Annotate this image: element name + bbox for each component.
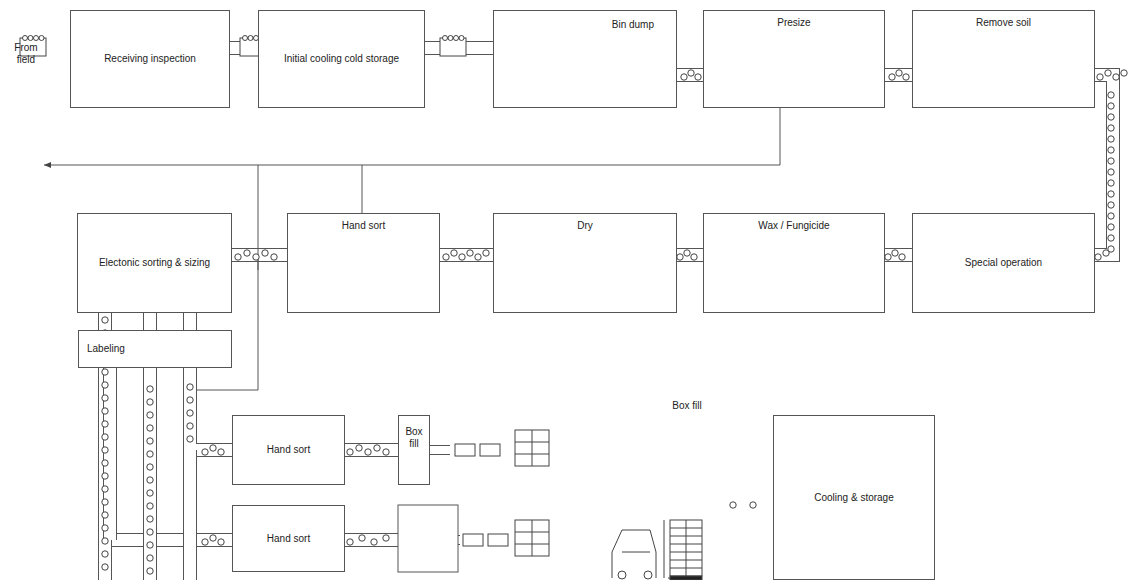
process-box: Cooling & storage bbox=[773, 415, 935, 580]
process-box: Electonic sorting & sizing bbox=[77, 213, 232, 313]
note-label: Box fill bbox=[672, 400, 702, 412]
process-box: Initial cooling cold storage bbox=[258, 10, 425, 108]
box-label: Box fill bbox=[403, 426, 425, 450]
box-label: Bin dump bbox=[612, 19, 654, 31]
box-label: Dry bbox=[577, 220, 593, 232]
box-label: Hand sort bbox=[267, 533, 310, 545]
process-box: Remove soil bbox=[912, 10, 1095, 108]
box-label: Presize bbox=[777, 17, 810, 29]
process-box: Dry bbox=[493, 213, 677, 313]
box-label: Receiving inspection bbox=[104, 53, 196, 65]
conveyor bbox=[110, 368, 232, 540]
box-label: Special operation bbox=[965, 257, 1042, 269]
process-box: Bin dump bbox=[493, 10, 677, 108]
process-box: Receiving inspection bbox=[70, 10, 230, 108]
process-box: Hand sort bbox=[287, 213, 440, 313]
note-label: From field bbox=[8, 42, 44, 66]
process-box: Special operation bbox=[912, 213, 1095, 313]
box-label: Remove soil bbox=[976, 17, 1031, 29]
box-label: Initial cooling cold storage bbox=[284, 53, 399, 65]
box-label: Hand sort bbox=[267, 444, 310, 456]
box-label: Labeling bbox=[87, 343, 125, 355]
process-box: Hand sort bbox=[232, 505, 345, 572]
box-label: Wax / Fungicide bbox=[758, 220, 829, 232]
process-box: Labeling bbox=[78, 330, 232, 368]
box-label: Cooling & storage bbox=[814, 492, 894, 504]
process-box: Box fill bbox=[398, 415, 430, 485]
box-label: Electonic sorting & sizing bbox=[99, 257, 210, 269]
process-box: Presize bbox=[703, 10, 885, 108]
conveyor bbox=[190, 368, 232, 450]
process-box: Wax / Fungicide bbox=[703, 213, 885, 313]
process-box: Hand sort bbox=[232, 415, 345, 485]
box-label: Hand sort bbox=[342, 220, 385, 232]
conveyor bbox=[150, 313, 151, 330]
